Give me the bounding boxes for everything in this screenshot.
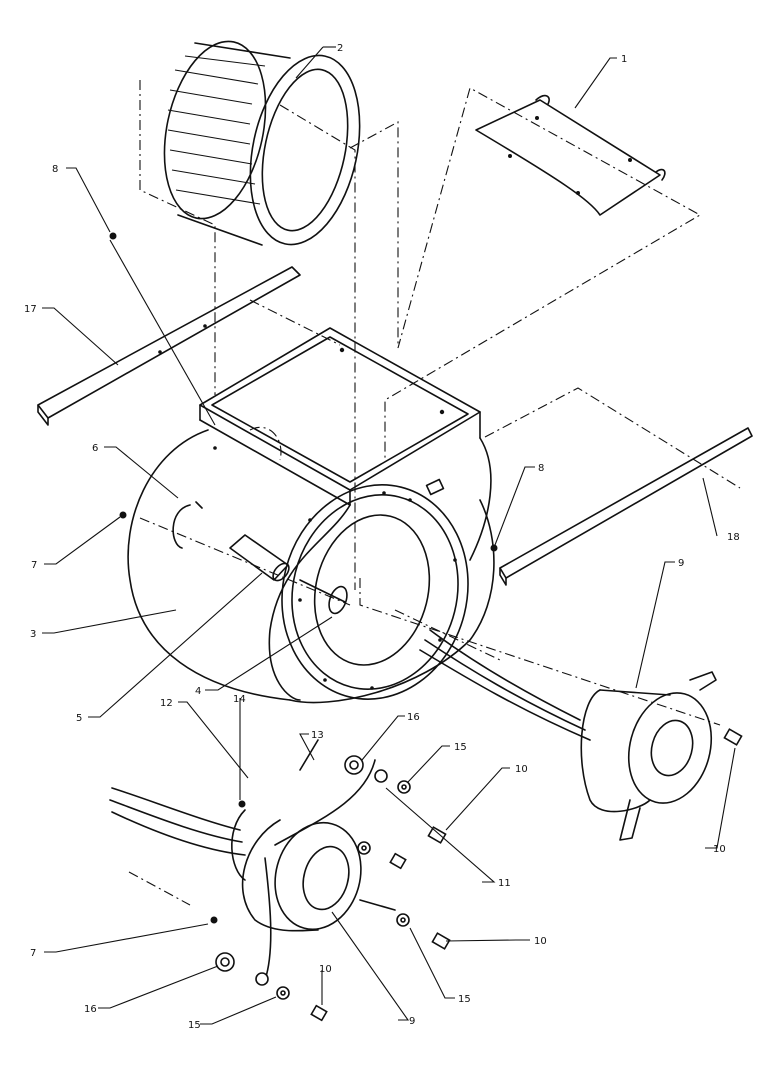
callout-10a: 10 — [515, 764, 528, 775]
callout-11: 11 — [498, 878, 511, 889]
callout-14: 14 — [233, 694, 246, 705]
callout-1: 1 — [621, 54, 627, 65]
callout-7a: 7 — [31, 560, 37, 571]
wheel-hub — [139, 517, 351, 615]
callout-10b: 10 — [713, 844, 726, 855]
callout-17: 17 — [24, 304, 37, 315]
mounting-rail-right — [499, 427, 753, 586]
callout-16a: 16 — [407, 712, 420, 723]
callout-9b: 9 — [409, 1016, 415, 1027]
callout-8b: 8 — [538, 463, 544, 474]
callout-15a: 15 — [454, 742, 467, 753]
callout-12: 12 — [160, 698, 173, 709]
blower-housing — [127, 327, 495, 704]
callout-10d: 10 — [319, 964, 332, 975]
capacitor — [229, 534, 290, 582]
motor-wires — [109, 629, 591, 981]
blower-wheel — [163, 40, 361, 246]
callout-4: 4 — [195, 686, 201, 697]
callout-2: 2 — [337, 43, 343, 54]
blower-motor-lower — [231, 809, 396, 932]
mounting-rail-left — [37, 266, 301, 426]
callout-6: 6 — [92, 443, 98, 454]
callout-labels: 1 2 3 4 5 6 7 7 8 8 9 9 10 10 10 10 11 1… — [24, 43, 740, 1031]
cutoff-plate — [475, 94, 666, 216]
callout-13: 13 — [311, 730, 324, 741]
callout-16b: 16 — [84, 1004, 97, 1015]
callout-10c: 10 — [534, 936, 547, 947]
callout-15c: 15 — [188, 1020, 201, 1031]
callout-15b: 15 — [458, 994, 471, 1005]
callout-9a: 9 — [678, 558, 684, 569]
hardware — [109, 232, 743, 1022]
callout-5: 5 — [76, 713, 82, 724]
callout-8a: 8 — [52, 164, 58, 175]
callout-18: 18 — [727, 532, 740, 543]
blower-motor-right — [580, 671, 717, 841]
callout-7b: 7 — [30, 948, 36, 959]
leader-lines — [42, 46, 736, 1025]
capacitor-strap — [172, 501, 203, 549]
alignment-lines — [128, 80, 741, 906]
callout-3: 3 — [30, 629, 36, 640]
